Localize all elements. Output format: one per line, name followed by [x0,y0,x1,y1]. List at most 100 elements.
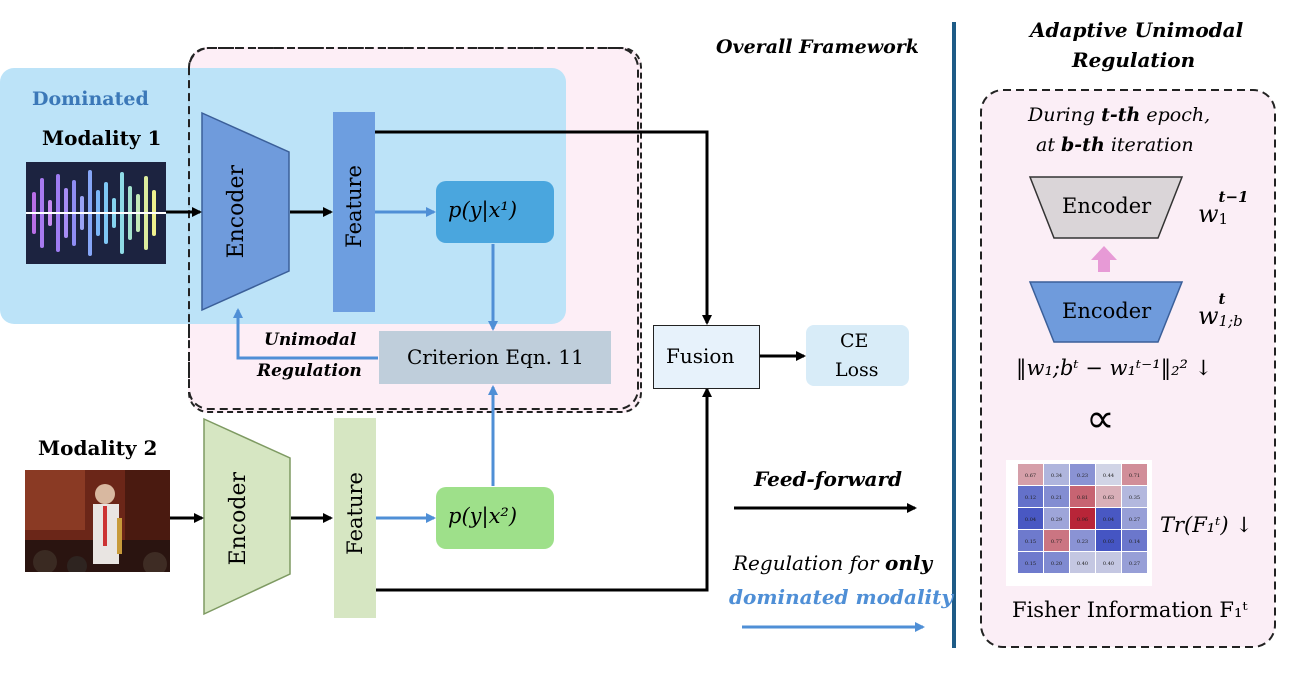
heatmap-cell [1018,464,1043,485]
heatmap-cell [1070,530,1095,551]
heatmap-cell-value: 0.23 [1077,539,1088,545]
audio-waveform-image [26,162,166,264]
heatmap-cell [1044,464,1069,485]
fusion-label: Fusion [666,344,735,368]
heatmap-cell [1122,552,1147,573]
heatmap-cell-value: 0.14 [1129,539,1140,545]
w-curr-sup: t [1218,290,1226,308]
panel-title-line2: Regulation [1072,48,1196,72]
unimodal-regulation-line2: Regulation [257,361,362,381]
heatmap-cell [1018,530,1043,551]
heatmap-cell [1018,552,1043,573]
panel-encoder-top-label: Encoder [1062,194,1152,218]
heatmap-cell [1044,552,1069,573]
heatmap-cell-value: 0.63 [1103,495,1114,501]
modality2-feature-box [334,418,376,618]
during-text-a: During [1028,104,1102,126]
heatmap-cell-value: 0.15 [1025,539,1036,545]
panel-title-line1: Adaptive Unimodal [1030,18,1244,42]
heatmap-cell-value: 0.04 [1103,517,1114,523]
legend-regulation-only: only [884,551,933,575]
heatmap-cell-value: 0.81 [1077,495,1088,501]
heatmap-cell [1122,530,1147,551]
unimodal-regulation-line1: Unimodal [264,330,357,350]
heatmap-cell-value: 0.96 [1077,517,1088,523]
during-text-b: t-th [1101,104,1141,126]
video-frame-image [25,470,170,572]
heatmap-cell [1122,486,1147,507]
heatmap-cell-value: 0.29 [1051,517,1062,523]
heatmap-cell [1070,464,1095,485]
heatmap-cell [1044,508,1069,529]
legend-regulation-line1: Regulation for only [733,551,932,575]
modality2-feature-label: Feature [343,472,367,555]
heatmap-cell-value: 0.04 [1025,517,1036,523]
fisher-information-label: Fisher Information F₁ᵗ [1012,598,1248,622]
heatmap-cell-value: 0.27 [1129,561,1140,567]
heatmap-cell-value: 0.40 [1077,561,1088,567]
w-curr-sub: 1;b [1218,312,1243,330]
modality2-head-box [436,487,554,549]
dominated-label: Dominated [32,88,149,110]
modality1-feature-box [333,112,375,312]
during-text-c: epoch, [1140,104,1211,126]
during-text-e: b-th [1061,134,1105,156]
heatmap-cell-value: 0.23 [1077,473,1088,479]
criterion-label: Criterion Eqn. 11 [407,345,584,369]
modality2-label: Modality 2 [38,436,158,460]
during-text-f: iteration [1104,134,1194,156]
modality1-head-label: p(y|x¹) [448,198,518,222]
ce-loss-box [806,325,909,386]
heatmap-cell-value: 0.71 [1129,473,1140,479]
heatmap-cell-value: 0.12 [1025,495,1036,501]
heatmap-cell [1096,530,1121,551]
modality1-encoder-shape [201,111,290,312]
modality1-label: Modality 1 [42,126,162,150]
heatmap-cell [1018,508,1043,529]
proportional-symbol: ∝ [1086,396,1115,442]
heatmap-cell [1070,552,1095,573]
overall-framework-title: Overall Framework [716,36,919,58]
trace-expression: Tr(F₁ᵗ) ↓ [1160,513,1253,537]
heatmap-cell-value: 0.15 [1025,561,1036,567]
legend-regulation-prefix: Regulation for [733,551,885,575]
modality2-encoder-label: Encoder [226,472,251,566]
modality2-head-label: p(y|x²) [448,504,518,528]
legend-regulation-line2: dominated modality [729,585,953,609]
heatmap-cell [1044,486,1069,507]
heatmap-cell-value: 0.03 [1103,539,1114,545]
ce-loss-line2: Loss [835,359,879,381]
legend-feed-forward: Feed-forward [754,467,903,491]
modality2-encoder-shape [203,417,291,616]
waveform-bars [26,170,166,256]
modality1-encoder-label: Encoder [224,165,249,259]
heatmap-cell [1096,508,1121,529]
heatmap-cell [1096,464,1121,485]
w-prev-sup: t−1 [1218,188,1249,206]
heatmap-cell-value: 0.77 [1051,539,1062,545]
heatmap-cell-value: 0.34 [1051,473,1062,479]
fusion-box [653,325,760,389]
w-prev-base: w [1198,200,1219,228]
heatmap-cell [1018,486,1043,507]
w-prev-sub: 1 [1218,210,1229,228]
heatmap-cell-value: 0.44 [1103,473,1114,479]
criterion-box [379,331,611,384]
panel-encoder-top-shape [1028,176,1184,239]
heatmap-cell-value: 0.27 [1129,517,1140,523]
video-frame-drawing [25,470,170,572]
heatmap-cell [1070,508,1095,529]
heatmap-cell [1122,464,1147,485]
panel-during-line1: During t-th epoch, [1028,104,1210,126]
heatmap-cell [1044,530,1069,551]
ce-loss-line1: CE [840,330,869,352]
heatmap-cell-value: 0.40 [1103,561,1114,567]
heatmap-cell-value: 0.35 [1129,495,1140,501]
during-text-d: at [1036,134,1062,156]
heatmap-cell [1096,552,1121,573]
heatmap-cell-value: 0.20 [1051,561,1062,567]
